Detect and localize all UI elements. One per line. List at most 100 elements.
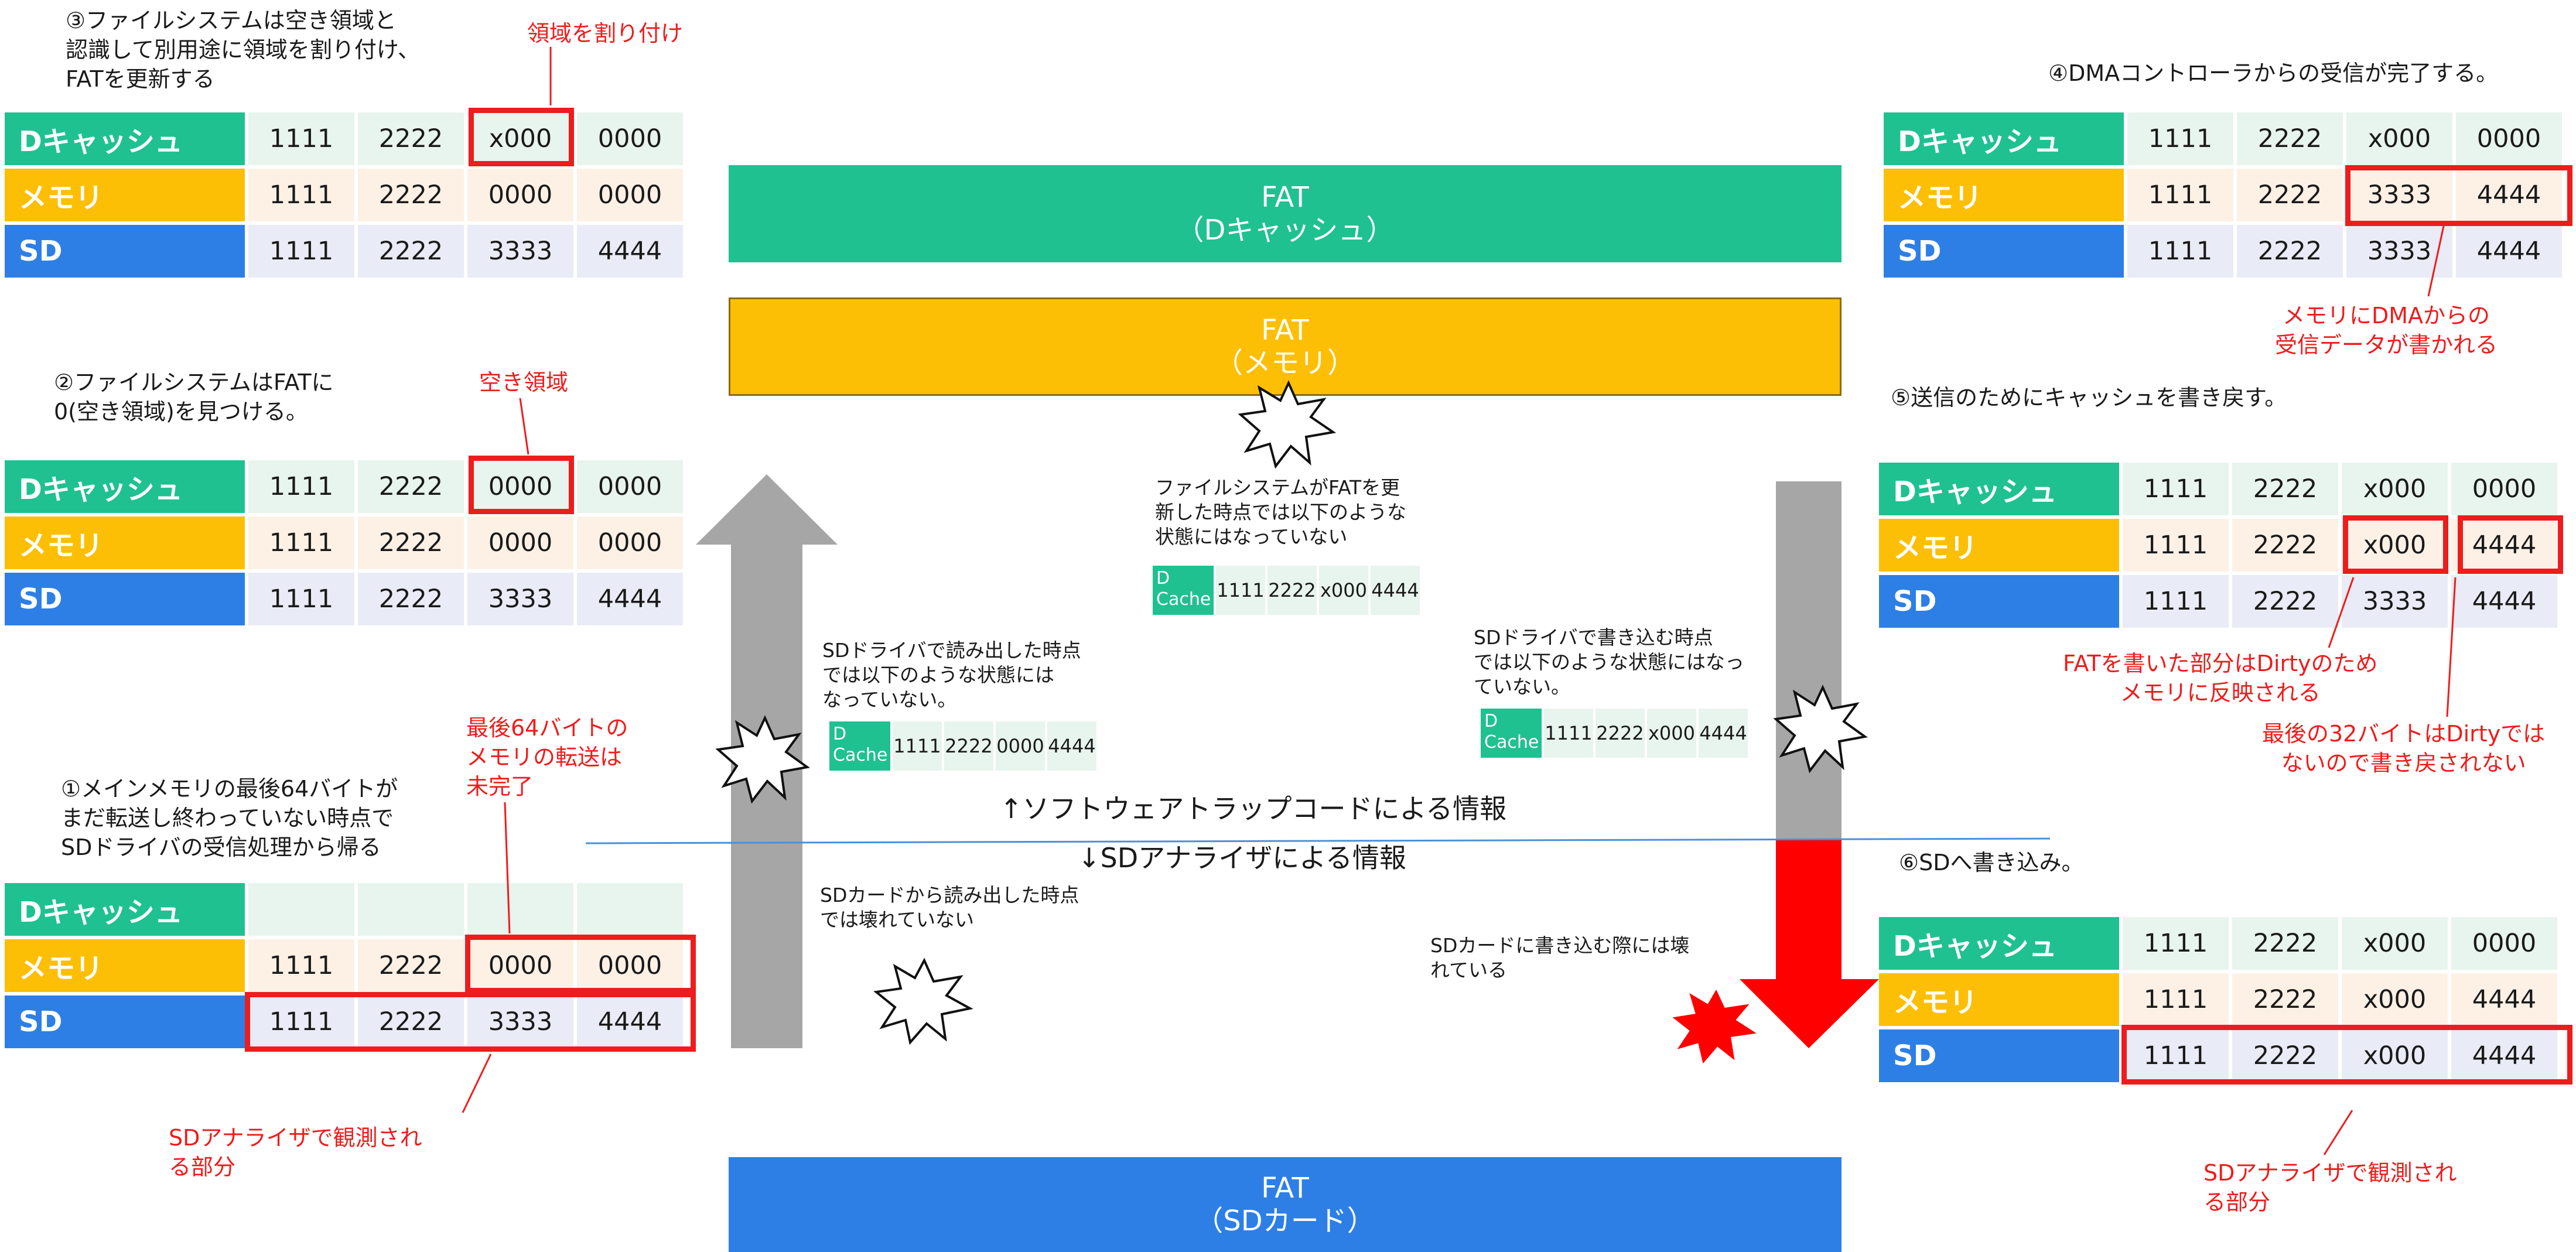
cell: 4444	[2451, 973, 2557, 1026]
cell: 0000	[577, 939, 683, 992]
cell: 1111	[248, 460, 354, 513]
mini-cell: 2222	[1596, 709, 1645, 758]
callout-pointer	[462, 1053, 492, 1113]
callout-pointer	[2328, 577, 2355, 648]
callout-pointer	[519, 398, 529, 455]
cell: x000	[2346, 112, 2452, 165]
highlight-box	[245, 992, 696, 1052]
highlight-box	[2458, 515, 2563, 574]
sd-card-read-note: SDカードから読み出した時点では壊れていない	[820, 884, 1079, 931]
cell: 2222	[358, 573, 464, 625]
cell: 1111	[248, 573, 354, 625]
sd-card-write-note: SDカードに書き込む際には壊れている	[1430, 934, 1690, 981]
cell: 1111	[2123, 519, 2229, 572]
cell: x000	[2342, 519, 2448, 572]
cell: 2222	[2232, 575, 2338, 628]
step4-callout: メモリにDMAからの受信データが書かれる	[2275, 303, 2498, 358]
cell: 0000	[577, 112, 683, 165]
step5-callout2: 最後の32バイトはDirtyではないので書き戻されない	[2262, 721, 2546, 776]
cell: 1111	[2123, 463, 2229, 515]
cell: x000	[2342, 917, 2448, 970]
step2-callout: 空き領域	[479, 370, 569, 395]
cell: 1111	[2123, 917, 2229, 970]
row-label-memory: メモリ	[5, 939, 245, 992]
cell: 1111	[2127, 225, 2233, 278]
cell: 2222	[358, 460, 464, 513]
cell: x000	[2342, 463, 2448, 515]
cell: 3333	[467, 225, 573, 278]
callout-pointer	[504, 802, 511, 934]
cell: 2222	[2237, 169, 2343, 221]
down-arrow-gray	[1776, 481, 1842, 840]
cell: 2222	[358, 225, 464, 278]
cell: 4444	[2451, 519, 2557, 572]
mini-cell: 4444	[1699, 709, 1748, 758]
step1-analyzer-callout: SDアナライザで観測される部分	[169, 1125, 422, 1180]
cell: 4444	[577, 225, 683, 278]
cell	[248, 883, 354, 936]
sd-driver-write-note: SDドライバで書き込む時点では以下のような状態にはなっていない。	[1474, 626, 1744, 698]
cell: 0000	[467, 516, 573, 569]
step5-caption: ⑤送信のためにキャッシュを書き戻す。	[1891, 385, 2287, 411]
cell: 2222	[2232, 917, 2338, 970]
row-label-memory: メモリ	[1879, 519, 2119, 572]
step4-caption: ④DMAコントローラからの受信が完了する。	[2048, 60, 2499, 86]
cell: 0000	[577, 460, 683, 513]
cell: 0000	[2451, 917, 2557, 970]
cell: 2222	[2237, 225, 2343, 278]
cell: 2222	[358, 112, 464, 165]
fat-sd-bar: FAT（SDカード）	[729, 1157, 1842, 1252]
cell: 2222	[358, 939, 464, 992]
divider-line	[585, 837, 2051, 844]
cell: 1111	[248, 996, 354, 1048]
row-label-sd: SD	[1884, 225, 2124, 278]
burst-icon	[873, 957, 973, 1045]
step6-callout: SDアナライザで観測される部分	[2203, 1160, 2457, 1215]
mini-cell: 1111	[1544, 709, 1593, 758]
cell: 1111	[2123, 1029, 2229, 1082]
cell: 3333	[2342, 575, 2448, 628]
burst-icon	[1773, 685, 1868, 774]
cell: x000	[467, 112, 573, 165]
mini-cell: 0000	[996, 721, 1045, 771]
row-label-dcache: Dキャッシュ	[1879, 917, 2119, 970]
highlight-box	[469, 108, 574, 166]
cell: 0000	[467, 460, 573, 513]
cell: 4444	[577, 996, 683, 1048]
cell: 0000	[2456, 112, 2562, 165]
cell: 4444	[2456, 169, 2562, 221]
burst-icon	[1672, 989, 1757, 1064]
cell: 1111	[2123, 973, 2229, 1026]
row-label-memory: メモリ	[1884, 169, 2124, 221]
highlight-box	[465, 935, 696, 993]
cell: 0000	[577, 169, 683, 221]
cell: 0000	[577, 516, 683, 569]
row-label-memory: メモリ	[1879, 973, 2119, 1026]
row-label-memory: メモリ	[5, 169, 245, 221]
step6-caption: ⑥SDへ書き込み。	[1899, 850, 2084, 875]
row-label-dcache: Dキャッシュ	[5, 883, 245, 936]
mini-cell: x000	[1647, 709, 1696, 758]
highlight-box	[2345, 165, 2572, 226]
divider-top-label: ↑ソフトウェアトラップコードによる情報	[1000, 793, 1507, 825]
row-label-sd: SD	[1879, 575, 2119, 628]
sd-driver-read-note: SDドライバで読み出した時点では以下のような状態にはなっていない。	[822, 639, 1081, 711]
mini-cell: 4444	[1047, 721, 1096, 771]
callout-pointer	[2427, 225, 2445, 297]
highlight-box	[2343, 515, 2448, 574]
cell: 1111	[248, 516, 354, 569]
cell: 1111	[248, 112, 354, 165]
cell: 0000	[467, 169, 573, 221]
cell: 3333	[2346, 225, 2452, 278]
step1-callout: 最後64バイトのメモリの転送は未完了	[466, 715, 628, 799]
